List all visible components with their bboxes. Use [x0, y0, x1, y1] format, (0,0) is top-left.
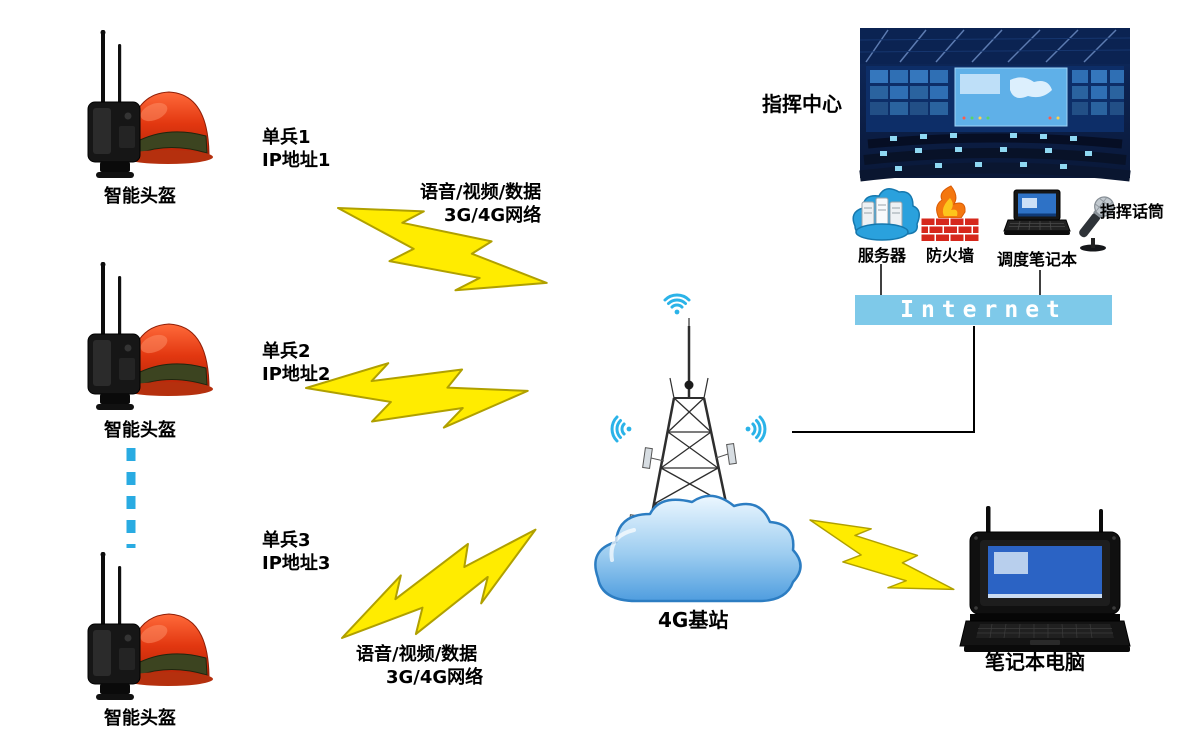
server-cloud-icon: [852, 188, 920, 241]
lightning-bolt-icon: [799, 495, 960, 622]
lightning-bolt-icon: [301, 347, 531, 444]
soldier3-ip: IP地址3: [262, 553, 331, 574]
helmet2-label: 智能头盔: [104, 420, 176, 441]
connector-lines: [792, 264, 1041, 433]
soldier1-label: 单兵1 IP地址1: [262, 126, 330, 172]
link-bottom-line1: 语音/视频/数据: [356, 644, 478, 665]
helmet3-label: 智能头盔: [104, 708, 176, 729]
wifi-icon: [610, 415, 633, 443]
soldier2-name: 单兵2: [262, 341, 311, 362]
internet-bar: Internet: [855, 295, 1112, 325]
rugged-laptop-icon: [959, 506, 1131, 652]
server-label: 服务器: [858, 246, 907, 265]
dispatch-laptop-label: 调度笔记本: [997, 250, 1078, 269]
command-center-label: 指挥中心: [762, 92, 842, 116]
soldier2-label: 单兵2 IP地址2: [262, 340, 330, 386]
soldier3-name: 单兵3: [262, 530, 311, 551]
microphone-icon: [1079, 196, 1115, 252]
soldier1-ip: IP地址1: [262, 150, 331, 171]
field-laptop-label: 笔记本电脑: [985, 650, 1085, 674]
helmet-radio-icon: [87, 551, 214, 701]
soldier2-ip: IP地址2: [262, 364, 331, 385]
internet-label: Internet: [900, 297, 1067, 323]
link-top-line1: 语音/视频/数据: [420, 182, 542, 203]
soldier3-label: 单兵3 IP地址3: [262, 529, 330, 575]
dispatch-laptop-icon: [1003, 189, 1071, 235]
wifi-icon: [744, 415, 767, 443]
link-bottom-line2: 3G/4G网络: [386, 667, 484, 688]
firewall-icon: [921, 185, 979, 242]
soldier1-name: 单兵1: [262, 127, 311, 148]
firewall-label: 防火墙: [926, 246, 975, 265]
helmet-radio-icon: [87, 261, 214, 411]
link-top-line2: 3G/4G网络: [444, 205, 542, 226]
base-station-label: 4G基站: [658, 608, 729, 632]
control-room-photo: [859, 28, 1131, 182]
command-mic-label: 指挥话筒: [1100, 202, 1165, 221]
wifi-icon: [663, 293, 691, 316]
helmet-radio-icon: [87, 29, 214, 179]
helmet1-label: 智能头盔: [104, 186, 176, 207]
lightning-bolt-icon: [326, 517, 556, 662]
cloud-icon: [594, 494, 802, 603]
